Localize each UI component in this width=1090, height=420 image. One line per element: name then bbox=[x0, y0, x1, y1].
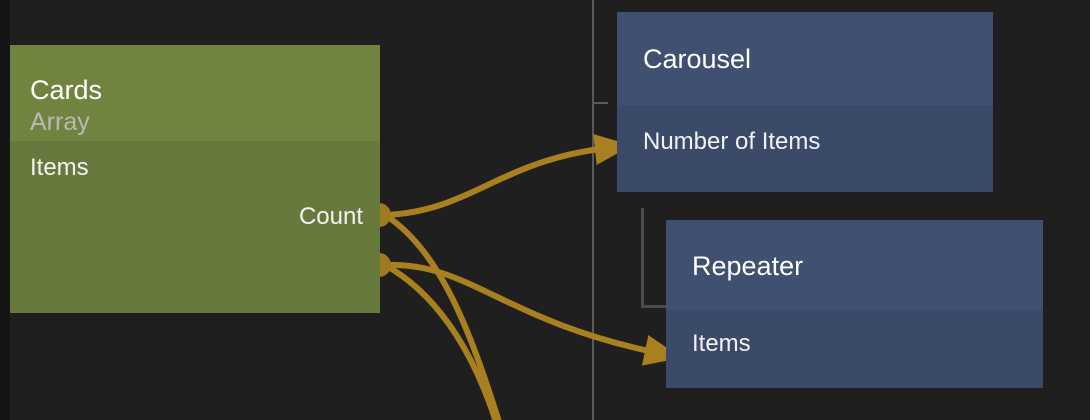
node-cards-title: Cards bbox=[30, 75, 103, 105]
node-cards-body[interactable]: Items Count bbox=[10, 141, 380, 313]
node-cards[interactable]: Cards Array Items Count bbox=[10, 45, 380, 313]
node-carousel[interactable]: Carousel Number of Items bbox=[617, 12, 993, 192]
node-repeater-header[interactable]: Repeater bbox=[666, 220, 1043, 310]
wire-count-to-offscreen-bottom bbox=[383, 262, 499, 420]
node-carousel-body[interactable]: Number of Items bbox=[617, 105, 993, 192]
repeater-bracket-horizontal bbox=[641, 305, 667, 308]
wire-items-to-offscreen-bottom bbox=[383, 212, 502, 420]
node-cards-row-count-label[interactable]: Count bbox=[298, 203, 363, 230]
node-carousel-title: Carousel bbox=[643, 44, 752, 74]
node-carousel-header[interactable]: Carousel bbox=[617, 12, 993, 105]
node-repeater-body[interactable]: Items bbox=[666, 310, 1043, 388]
node-cards-row-items-label[interactable]: Items bbox=[30, 154, 89, 181]
node-repeater[interactable]: Repeater Items bbox=[666, 220, 1043, 388]
wire-count-to-repeater-items bbox=[384, 261, 682, 366]
node-repeater-row-items-label[interactable]: Items bbox=[692, 330, 751, 357]
guide-tick-mark bbox=[594, 102, 608, 104]
repeater-bracket-vertical bbox=[641, 208, 644, 308]
node-cards-subtitle: Array bbox=[30, 108, 90, 136]
wire-items-to-carousel-number-of-items bbox=[384, 133, 632, 218]
node-cards-header[interactable]: Cards Array bbox=[10, 45, 380, 141]
node-repeater-title: Repeater bbox=[692, 251, 804, 281]
vertical-guide-line bbox=[592, 0, 594, 420]
left-panel-gutter bbox=[0, 0, 10, 420]
node-carousel-row-number-of-items-label[interactable]: Number of Items bbox=[643, 128, 821, 155]
